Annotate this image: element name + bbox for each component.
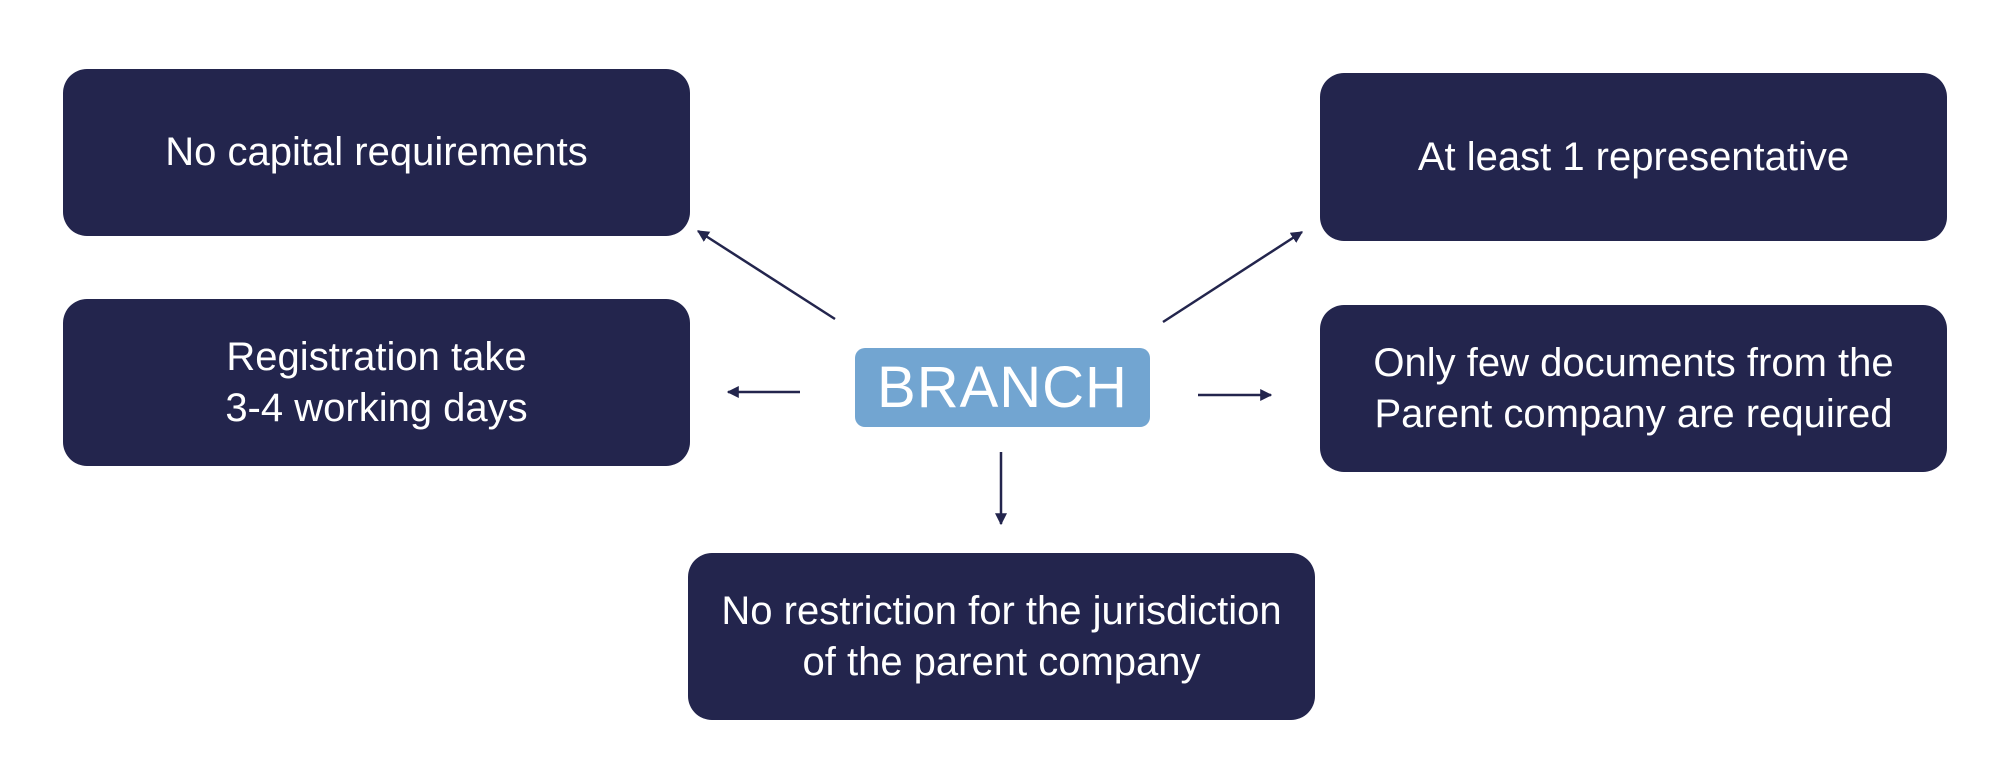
node-registration-time: Registration take 3-4 working days (63, 299, 690, 466)
node-label: At least 1 representative (1417, 134, 1850, 179)
node-no-capital-requirements: No capital requirements (63, 69, 690, 236)
node-label: No capital requirements (165, 130, 588, 174)
arrow-to-top-right (1162, 230, 1304, 324)
node-label: Only few documents from the Parent compa… (1373, 340, 1894, 436)
arrow-to-top-left (696, 229, 836, 321)
node-label: No restriction for the jurisdiction of t… (721, 588, 1282, 684)
node-jurisdiction: No restriction for the jurisdiction of t… (688, 553, 1315, 720)
node-representative: At least 1 representative (1320, 73, 1947, 241)
center-node-branch: BRANCH (855, 348, 1150, 427)
center-label: BRANCH (877, 355, 1128, 420)
node-label: Registration take 3-4 working days (225, 334, 528, 430)
node-parent-documents: Only few documents from the Parent compa… (1320, 305, 1947, 472)
